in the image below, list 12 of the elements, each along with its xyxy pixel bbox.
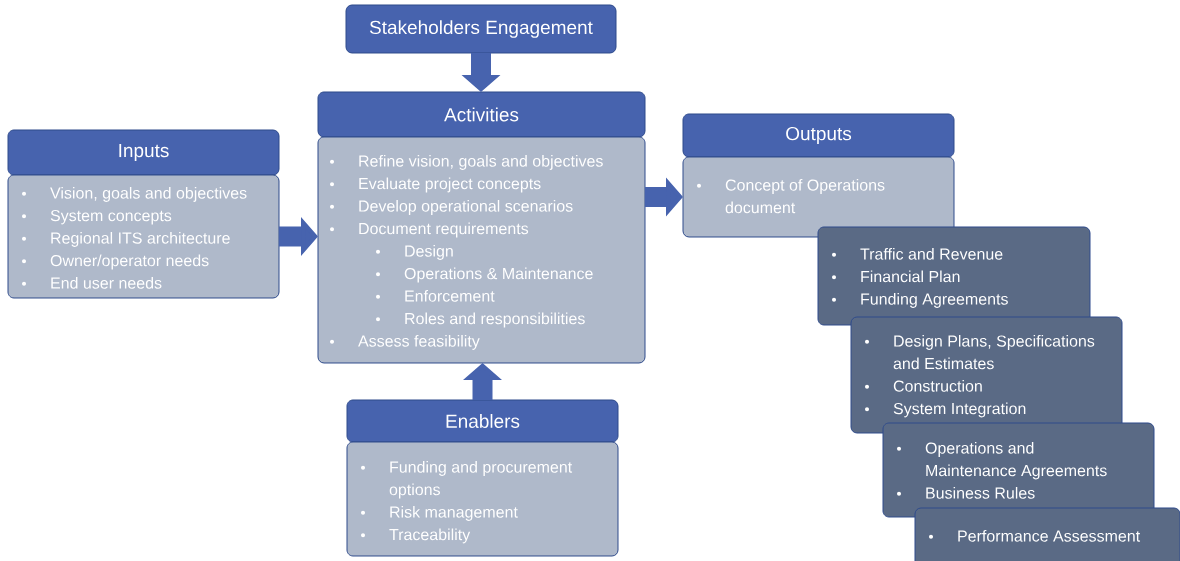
header-box: Stakeholders Engagement bbox=[345, 4, 617, 54]
bullet-list-box: Vision, goals and objectives System concepts Regional ITS architecture Owner/operator needs End user needs bbox=[7, 174, 280, 299]
bullet-list-box: Performance Assessment bbox=[914, 507, 1180, 561]
header-box: Inputs bbox=[7, 129, 280, 176]
bullet-list-box: Traffic and Revenue Financial Plan Funding Agreements bbox=[817, 226, 1091, 326]
bullet-list-box: Operations and Maintenance Agreements Business Rules bbox=[882, 422, 1155, 518]
bullet-list-box: Funding and procurement options Risk management Traceability bbox=[346, 441, 619, 557]
header-box: Enablers bbox=[346, 399, 619, 443]
bullet-list-box: Concept of Operations document bbox=[682, 156, 955, 238]
bullet-list-box: Refine vision, goals and objectives Evaluate project concepts Develop operational scenarios Document requirements Design Operations & Maintenance Enforcement Roles and responsibilities Assess feasibility bbox=[317, 136, 646, 364]
bullet-list-box: Design Plans, Specifications and Estimates Construction System Integration bbox=[850, 316, 1123, 434]
header-box: Outputs bbox=[682, 113, 955, 158]
